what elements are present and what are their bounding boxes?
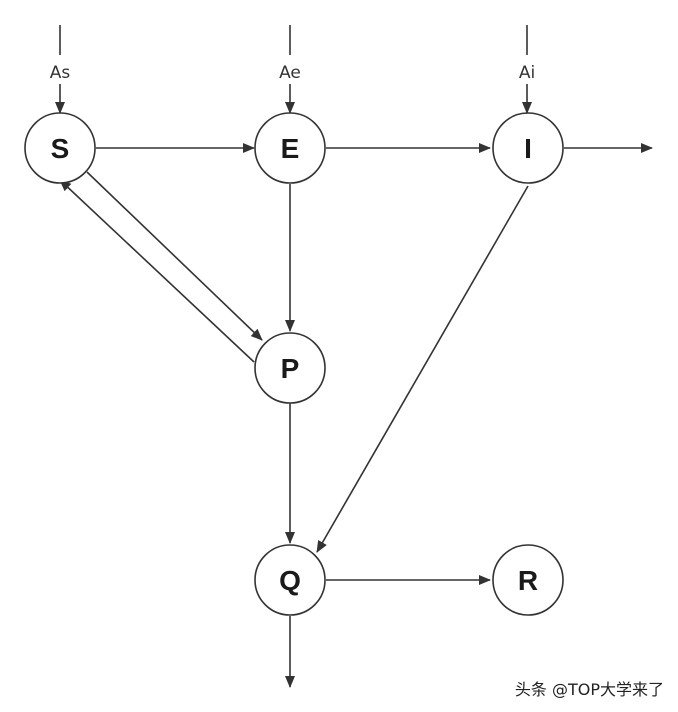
node-p: P <box>254 332 326 404</box>
node-label-e: E <box>281 133 300 164</box>
edge-s-to-p <box>86 171 263 341</box>
node-label-q: Q <box>279 565 301 596</box>
node-e: E <box>254 112 326 184</box>
node-label-s: S <box>51 133 70 164</box>
watermark: 头条 @TOP大学来了 <box>514 680 664 699</box>
node-r: R <box>492 544 564 616</box>
input-ae: Ae <box>279 25 301 114</box>
node-i: I <box>492 112 564 184</box>
node-s: S <box>24 112 96 184</box>
node-label-i: I <box>524 133 532 164</box>
input-as: As <box>50 25 71 114</box>
edge-i-to-q <box>316 185 529 553</box>
input-label-ae: Ae <box>279 63 301 83</box>
node-label-r: R <box>518 565 538 596</box>
node-q: Q <box>254 544 326 616</box>
node-label-p: P <box>281 353 300 384</box>
edge-p-to-s <box>59 179 255 363</box>
input-label-ai: Ai <box>519 63 535 83</box>
input-label-as: As <box>50 63 71 83</box>
input-ai: Ai <box>519 25 535 114</box>
